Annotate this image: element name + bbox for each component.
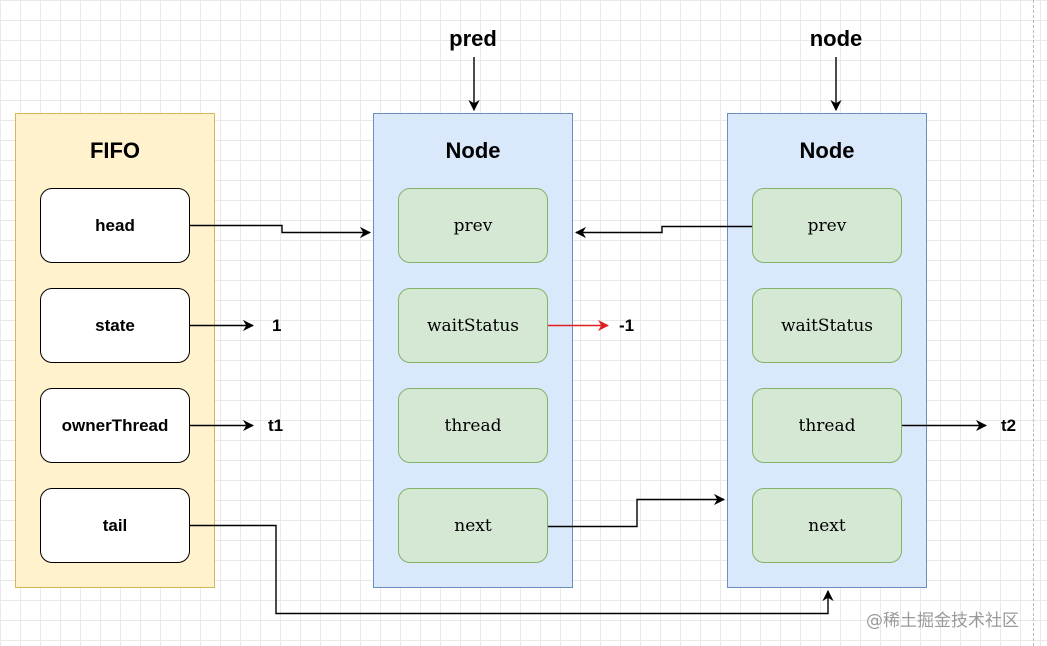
node-next-field[interactable]: next <box>752 488 902 563</box>
node-prev-to-pred-edge <box>574 225 752 239</box>
node-thread-field[interactable]: thread <box>752 388 902 463</box>
state-value-label: 1 <box>272 316 282 335</box>
node-wait-status-field[interactable]: waitStatus <box>752 288 902 363</box>
fifo-owner-thread-field[interactable]: ownerThread <box>40 388 190 463</box>
fifo-title: FIFO <box>89 138 141 163</box>
fifo-head-field[interactable]: head <box>40 188 190 263</box>
pred-prev-field[interactable]: prev <box>398 188 548 263</box>
tail-to-node-edge <box>190 524 834 615</box>
node-prev-field[interactable]: prev <box>752 188 902 263</box>
node-thread-value-label: t2 <box>1001 416 1017 435</box>
node-pointer-label: node <box>809 26 863 51</box>
owner-thread-value-label: t1 <box>268 416 284 435</box>
pred-thread-field[interactable]: thread <box>398 388 548 463</box>
current-node-title: Node <box>799 138 855 163</box>
pred-next-to-node-edge <box>548 493 726 528</box>
pred-wait-status-field[interactable]: waitStatus <box>398 288 548 363</box>
pred-pointer-label: pred <box>449 26 497 51</box>
fifo-tail-field[interactable]: tail <box>40 488 190 563</box>
head-to-pred-edge <box>190 224 372 239</box>
pred-wait-status-value-label: -1 <box>619 316 635 335</box>
pred-node-title: Node <box>445 138 501 163</box>
canvas-page-boundary <box>1033 0 1034 646</box>
fifo-state-field[interactable]: state <box>40 288 190 363</box>
pred-next-field[interactable]: next <box>398 488 548 563</box>
watermark: @稀土掘金技术社区 <box>866 611 1019 631</box>
